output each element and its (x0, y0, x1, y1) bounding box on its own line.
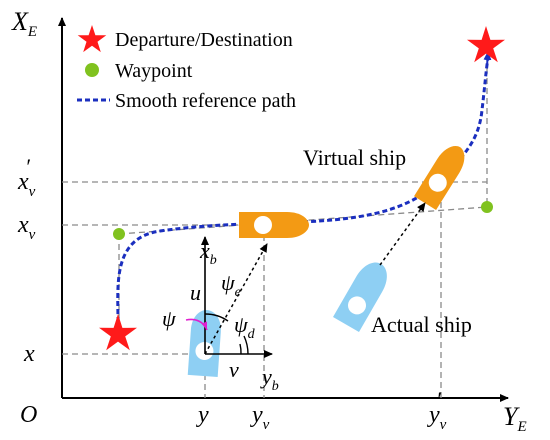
actual-ship-icon (333, 262, 387, 332)
virtual-ship-horizontal (239, 212, 309, 238)
legend-label-waypoint: Waypoint (115, 60, 193, 82)
x-axis-label: XE (11, 7, 37, 40)
psi-d-label: ψd (234, 312, 256, 342)
tick-y-v-prime: yv′ (427, 387, 447, 433)
v-label: v (229, 357, 239, 382)
actual-to-virtual-arrow (379, 202, 426, 266)
xb-label: xb (199, 238, 217, 268)
psi-e-label: ψe (221, 270, 241, 300)
origin-label: O (20, 402, 37, 428)
virtual-ship-tilted (414, 145, 465, 211)
legend-label-path: Smooth reference path (115, 90, 296, 112)
legend-waypoint-icon (85, 63, 99, 77)
yb-label: yb (260, 364, 279, 394)
actual-ship-label: Actual ship (371, 312, 472, 337)
main-axes (58, 17, 509, 402)
legend: Departure/Destination Waypoint Smooth re… (77, 25, 296, 112)
psi-label: ψ (162, 306, 176, 331)
legend-label-departure: Departure/Destination (115, 29, 293, 51)
tick-x: x (23, 341, 35, 367)
legend-star-icon (77, 25, 107, 53)
psi-d-arc-inner (239, 343, 242, 355)
psi-arc (185, 318, 208, 331)
tick-y-v: yv (250, 402, 270, 433)
virtual-ship-label: Virtual ship (303, 145, 406, 170)
destination-star-icon (467, 26, 505, 63)
psi-d-arc-outer (243, 335, 249, 355)
tick-x-v: xv (17, 212, 36, 243)
tick-y: y (196, 402, 209, 428)
smooth-reference-path (116, 57, 490, 323)
psi-e-arc (204, 313, 229, 322)
waypoint-start (113, 228, 125, 240)
departure-star-icon (99, 314, 137, 351)
u-label: u (190, 280, 201, 305)
y-axis-label: YE (503, 402, 527, 435)
waypoint-end (481, 201, 493, 213)
tick-x-v-prime: xv′ (17, 154, 36, 200)
